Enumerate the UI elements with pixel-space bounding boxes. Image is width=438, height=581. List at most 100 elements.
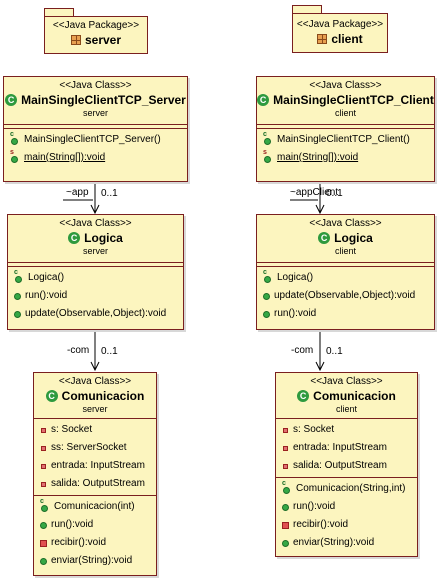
method-item[interactable]: run():void: [257, 305, 434, 323]
server-app-arrowhead: [90, 204, 100, 215]
package-stereotype: <<Java Package>>: [296, 19, 384, 30]
fields: s: Socket entrada: InputStream salida: O…: [276, 419, 417, 477]
class-stereotype: <<Java Class>>: [59, 80, 132, 91]
package-name: server: [84, 33, 122, 47]
class-package: server: [82, 108, 108, 118]
public-method-icon: [40, 557, 47, 565]
client-app-arrowhead: [315, 204, 325, 215]
method-item[interactable]: enviar(String):void: [34, 552, 156, 570]
constructor-icon: c: [282, 480, 292, 494]
method-item[interactable]: run():void: [276, 498, 417, 516]
method-item[interactable]: update(Observable,Object):void: [8, 305, 183, 323]
class-name: Logica: [334, 231, 373, 245]
server-com-arrowhead: [90, 361, 100, 372]
method-item[interactable]: recibir():void: [276, 516, 417, 534]
static-method-icon: s: [263, 149, 273, 163]
class-package: server: [82, 246, 108, 256]
server-com-multiplicity: 0..1: [101, 346, 118, 357]
private-field-icon: [41, 445, 46, 451]
method-item[interactable]: run():void: [8, 287, 183, 305]
constructor-icon: c: [263, 269, 273, 283]
field-item[interactable]: ss: ServerSocket: [34, 439, 156, 457]
field-item[interactable]: entrada: InputStream: [34, 457, 156, 475]
constructor-icon: c: [40, 498, 50, 512]
field-item[interactable]: entrada: InputStream: [276, 439, 417, 457]
package-stereotype: <<Java Package>>: [52, 20, 140, 31]
public-method-icon: [282, 539, 289, 547]
server-com-role: -com: [67, 345, 90, 356]
field-item[interactable]: s: Socket: [276, 421, 417, 439]
class-name: Comunicacion: [313, 389, 396, 403]
class-package: client: [334, 108, 356, 118]
constructor-icon: c: [10, 131, 20, 145]
private-method-icon: [282, 521, 289, 529]
private-field-icon: [283, 445, 288, 451]
class-stereotype: <<Java Class>>: [309, 80, 382, 91]
method-item[interactable]: run():void: [34, 516, 156, 534]
package-name: client: [331, 32, 363, 46]
private-field-icon: [41, 427, 46, 433]
private-field-icon: [41, 481, 46, 487]
private-field-icon: [283, 463, 288, 469]
package-icon: [70, 35, 81, 45]
server-app-multiplicity: 0..1: [101, 188, 118, 199]
class-package: server: [82, 404, 108, 414]
class-icon: C: [318, 232, 331, 244]
class-package: client: [335, 404, 357, 414]
public-method-icon: [14, 292, 21, 300]
method-item[interactable]: enviar(String):void: [276, 534, 417, 552]
class-stereotype: <<Java Class>>: [59, 218, 132, 229]
client-app-role: ~appClient: [290, 187, 339, 198]
class-stereotype: <<Java Class>>: [309, 218, 382, 229]
private-field-icon: [41, 463, 46, 469]
public-method-icon: [263, 310, 270, 318]
field-item[interactable]: salida: OutputStream: [34, 475, 156, 493]
method-item[interactable]: update(Observable,Object):void: [257, 287, 434, 305]
private-method-icon: [40, 539, 47, 547]
server-app-role: ~app: [66, 187, 89, 198]
client-com-role: -com: [291, 345, 314, 356]
public-method-icon: [14, 310, 21, 318]
class-stereotype: <<Java Class>>: [58, 376, 132, 387]
private-field-icon: [283, 427, 288, 433]
class-icon: C: [297, 390, 310, 402]
public-method-icon: [263, 292, 270, 300]
package-icon: [317, 34, 328, 44]
class-stereotype: <<Java Class>>: [310, 376, 383, 387]
class-icon: C: [5, 94, 18, 106]
class-icon: C: [257, 94, 270, 106]
class-name: Logica: [84, 231, 123, 245]
constructor-icon: c: [14, 269, 24, 283]
client-app-multiplicity: 0..1: [326, 188, 343, 199]
client-com-multiplicity: 0..1: [326, 346, 343, 357]
field-item[interactable]: s: Socket: [34, 421, 156, 439]
constructor-icon: c: [263, 131, 273, 145]
class-icon: C: [45, 390, 58, 402]
method-item[interactable]: recibir():void: [34, 534, 156, 552]
class-name: MainSingleClientTCP_Server: [21, 93, 186, 107]
field-item[interactable]: salida: OutputStream: [276, 457, 417, 475]
client-com-arrowhead: [315, 361, 325, 372]
public-method-icon: [282, 503, 289, 511]
